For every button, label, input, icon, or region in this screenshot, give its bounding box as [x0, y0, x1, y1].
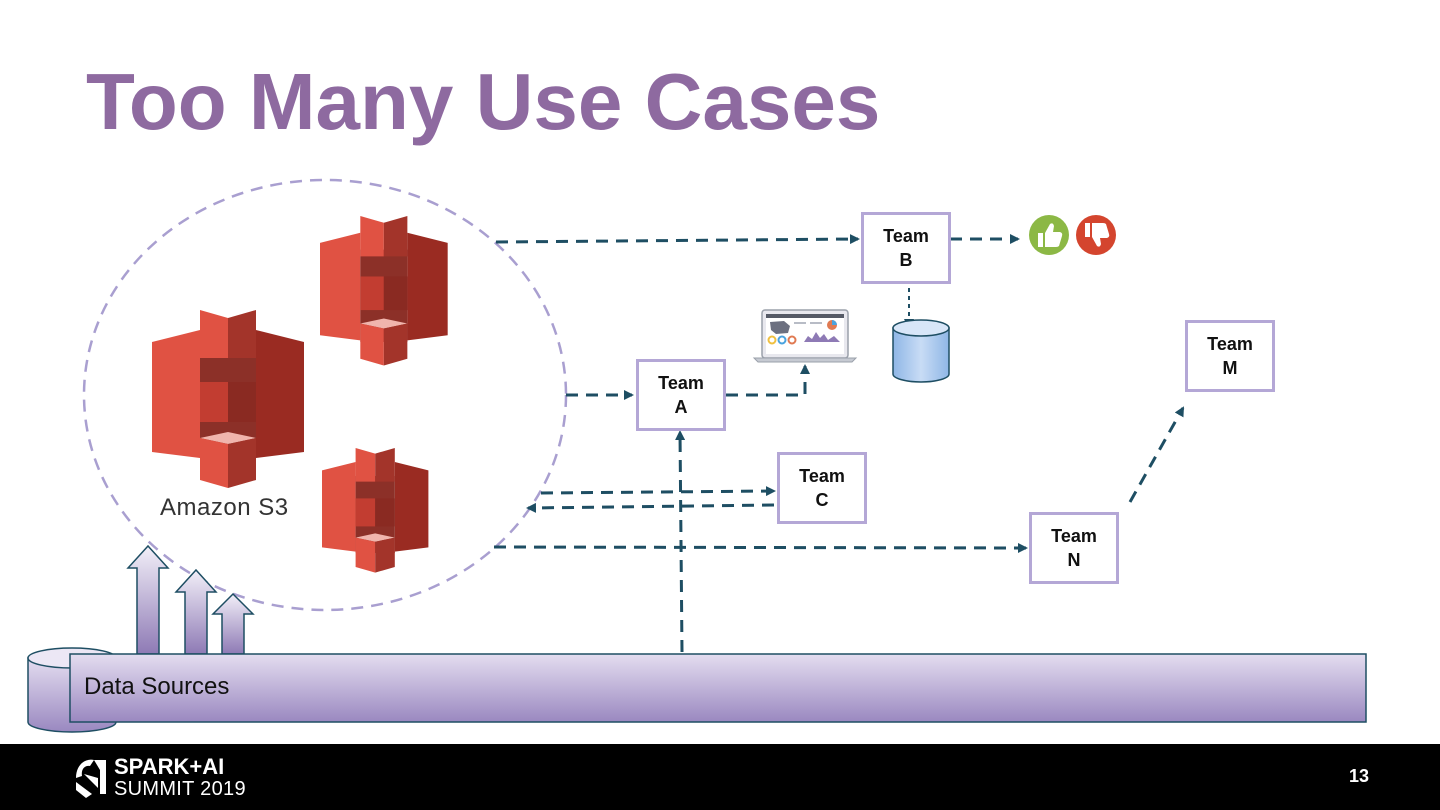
team-a-label: Team — [658, 373, 704, 393]
diagram-canvas — [27, 178, 1367, 733]
team-c-id: C — [815, 490, 829, 510]
team-n-box: Team N — [1029, 512, 1119, 584]
arrow-sources-to-team-a — [675, 430, 686, 653]
arrow-s3-to-team-c — [540, 486, 776, 497]
amazon-s3-icon — [152, 310, 304, 488]
laptop-dashboard-icon — [752, 309, 858, 363]
arrow-s3-to-team-b — [495, 234, 860, 245]
brand-name: SPARK+AI — [114, 754, 225, 779]
thumbs-down-icon — [1076, 215, 1116, 255]
team-c-box: Team C — [777, 452, 867, 524]
team-n-id: N — [1067, 550, 1081, 570]
team-m-id: M — [1222, 358, 1238, 378]
page-number: 13 — [1348, 766, 1369, 786]
amazon-s3-icon-small-top — [320, 216, 448, 366]
team-m-label: Team — [1207, 334, 1253, 354]
data-sources-label: Data Sources — [84, 673, 230, 700]
footer-bar: SPARK+AI SUMMIT 2019 13 — [0, 744, 1440, 810]
team-c-label: Team — [799, 466, 845, 486]
ingest-arrows — [126, 544, 255, 655]
thumbs-up-icon — [1029, 215, 1069, 255]
data-sources-bar — [69, 653, 1367, 723]
arrow-team-c-to-s3 — [526, 502, 775, 513]
amazon-s3-icon-small-bottom — [322, 448, 429, 573]
spark-ai-logo-mark-icon — [76, 759, 106, 798]
brand-event: SUMMIT 2019 — [114, 778, 246, 800]
team-a-id: A — [674, 397, 688, 417]
team-a-box: Team A — [636, 359, 726, 431]
arrow-team-a-to-dashboard — [726, 364, 810, 397]
team-b-box: Team B — [861, 212, 951, 284]
slide-title: Too Many Use Cases — [86, 57, 881, 146]
team-b-label: Team — [883, 226, 929, 246]
team-n-label: Team — [1051, 526, 1097, 546]
amazon-s3-label: Amazon S3 — [160, 494, 289, 521]
team-m-box: Team M — [1185, 320, 1275, 392]
arrow-s3-to-team-n — [493, 542, 1028, 553]
arrow-team-n-to-team-m — [1128, 406, 1185, 503]
team-b-id: B — [899, 250, 913, 270]
flow-arrows — [493, 234, 1185, 653]
database-icon — [892, 319, 950, 383]
